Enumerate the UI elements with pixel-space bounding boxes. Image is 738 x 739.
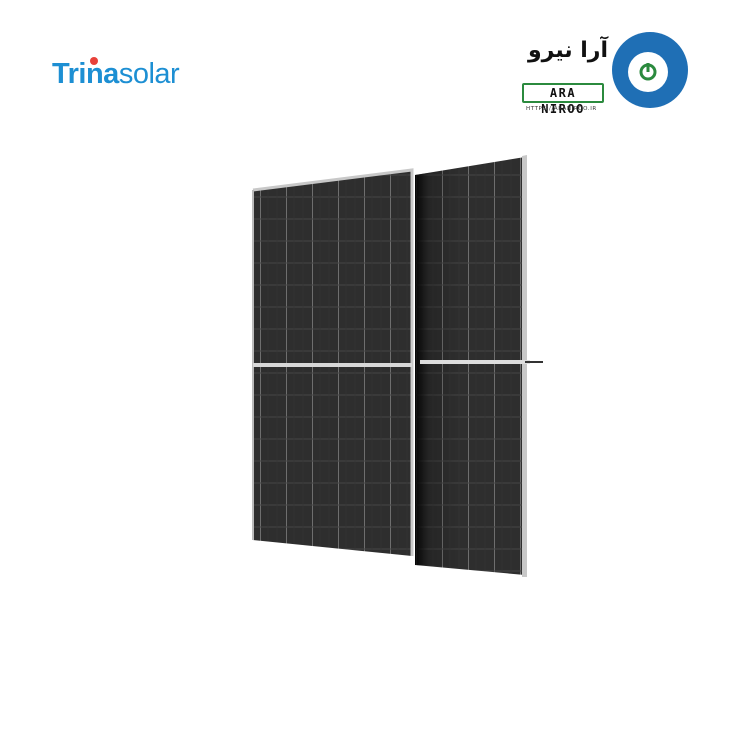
logo-dot-icon: [90, 57, 98, 65]
trinasolar-logo: Trinasolar: [52, 57, 180, 90]
front-panel: [252, 168, 414, 556]
power-icon: [639, 63, 657, 81]
ara-circle-logo-icon: [612, 32, 688, 108]
logo-bold-text: Trina: [52, 58, 119, 90]
ara-niroo-logo: آرا نیرو ARA NIROO HTTPS://ARANIROO.IR: [520, 28, 690, 118]
logo-light-text: solar: [118, 58, 180, 90]
brand-url: HTTPS://ARANIROO.IR: [526, 106, 597, 112]
back-panel: [415, 155, 543, 577]
persian-brand-name: آرا نیرو: [528, 38, 609, 63]
latin-brand-name: ARA NIROO: [522, 83, 604, 116]
